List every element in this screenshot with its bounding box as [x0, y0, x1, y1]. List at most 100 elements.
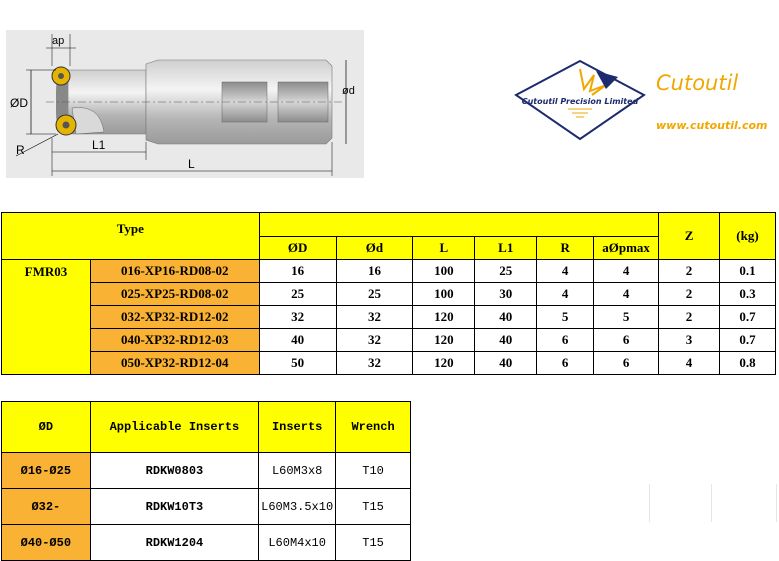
cell: 40: [474, 351, 538, 375]
cell: 100: [412, 259, 476, 283]
table-row: 040-XP32-RD12-03 40 32 120 40 6 6 3 0.7: [2, 328, 777, 352]
cell: 3: [658, 328, 720, 352]
cell: 2: [658, 282, 720, 306]
col-apmax: aØpmax: [593, 236, 660, 260]
cell: 6: [593, 328, 660, 352]
dimension-header-blank: [258, 212, 660, 237]
cell: 40: [474, 328, 538, 352]
table-row: FMR03 016-XP16-RD08-02 16 16 100 25 4 4 …: [1, 259, 777, 375]
cell: 32: [258, 305, 337, 329]
col-od: ØD: [258, 236, 337, 260]
cell: 4: [593, 282, 660, 306]
diameter-range-cell: Ø32-: [1, 488, 91, 525]
spec-header-row: Type Z (kg): [1, 212, 777, 260]
cell: 4: [658, 351, 720, 375]
col-l1: L1: [474, 236, 538, 260]
cell: 6: [593, 351, 660, 375]
table-row: Ø40-Ø50 RDKW1204 L60M4x10 T15: [1, 524, 411, 561]
cell: 32: [335, 328, 414, 352]
cell: 16: [258, 259, 337, 283]
insert-table: ØD Applicable Inserts Inserts Wrench Ø16…: [1, 401, 411, 561]
faint-divider: [711, 484, 712, 522]
table-row: Ø32- RDKW10T3 L60M3.5x10 T15: [1, 488, 411, 525]
logo-spark-icon: [579, 68, 607, 96]
cell: 32: [335, 351, 414, 375]
cell: L60M3x8: [258, 452, 337, 489]
cell: 2: [658, 305, 720, 329]
type-header: Type: [1, 212, 260, 260]
table-row: 032-XP32-RD12-02 32 32 120 40 5 5 2 0.7: [2, 305, 777, 329]
col-l: L: [412, 236, 476, 260]
chip-pocket: [71, 107, 105, 135]
cell: T15: [335, 488, 411, 525]
cell: 6: [536, 328, 595, 352]
company-logo-area: Cutoutil Precision Limited Cutoutil www.…: [510, 55, 770, 145]
logo-insert-icon: [596, 71, 618, 89]
model-cell: 050-XP32-RD12-04: [89, 351, 260, 375]
dim-r-leader: [15, 133, 59, 157]
cell: RDKW10T3: [89, 488, 260, 525]
col-od: ØD: [1, 401, 91, 453]
cell: 40: [474, 305, 538, 329]
logo-badge: Cutoutil Precision Limited: [514, 59, 646, 141]
cell: 100: [412, 282, 476, 306]
cell: 5: [536, 305, 595, 329]
brand-name: Cutoutil: [656, 71, 739, 95]
table-row: 025-XP25-RD08-02 25 25 100 30 4 4 2 0.3: [2, 282, 777, 306]
cell: T10: [335, 452, 411, 489]
cell: 25: [474, 259, 538, 283]
logo-badge-text: Cutoutil Precision Limited: [522, 97, 639, 106]
model-cell: 040-XP32-RD12-03: [89, 328, 260, 352]
cell: 2: [658, 259, 720, 283]
label-r: R: [16, 143, 25, 157]
website-link[interactable]: www.cutoutil.com: [656, 119, 768, 132]
col-inserts: Inserts: [258, 401, 337, 453]
series-cell: FMR03: [1, 259, 91, 375]
cell: T15: [335, 524, 411, 561]
cell: 4: [593, 259, 660, 283]
diameter-range-cell: Ø40-Ø50: [1, 524, 91, 561]
col-kg: (kg): [718, 212, 777, 260]
cell: 40: [258, 328, 337, 352]
cell: 25: [335, 282, 414, 306]
cell: 0.7: [718, 328, 777, 352]
col-applicable-inserts: Applicable Inserts: [89, 401, 260, 453]
model-cell: 025-XP25-RD08-02: [89, 282, 260, 306]
cell: 0.1: [718, 259, 777, 283]
model-cell: 016-XP16-RD08-02: [89, 259, 260, 283]
col-z: Z: [658, 212, 720, 260]
label-ap: ap: [52, 35, 64, 47]
faint-divider: [776, 484, 777, 522]
table-row: 050-XP32-RD12-04 50 32 120 40 6 6 4 0.8: [2, 351, 777, 375]
cell: 0.8: [718, 351, 777, 375]
insert-header-row: ØD Applicable Inserts Inserts Wrench: [1, 401, 411, 453]
label-d: ød: [342, 85, 355, 97]
cell: 4: [536, 282, 595, 306]
cell: 120: [412, 305, 476, 329]
cell: RDKW1204: [89, 524, 260, 561]
cell: 5: [593, 305, 660, 329]
label-l: L: [188, 157, 195, 171]
cell: 120: [412, 328, 476, 352]
cell: 4: [536, 259, 595, 283]
col-r: R: [536, 236, 595, 260]
cell: 120: [412, 351, 476, 375]
model-cell: 032-XP32-RD12-02: [89, 305, 260, 329]
spec-table: Type Z (kg) ØD Ød L L1 R aØpmax FMR03 01…: [1, 212, 777, 375]
cell: 0.3: [718, 282, 777, 306]
table-row: Ø16-Ø25 RDKW0803 L60M3x8 T10: [1, 452, 411, 489]
cell: 32: [335, 305, 414, 329]
diameter-range-cell: Ø16-Ø25: [1, 452, 91, 489]
cell: L60M3.5x10: [258, 488, 337, 525]
cell: L60M4x10: [258, 524, 337, 561]
label-l1: L1: [92, 138, 106, 152]
col-d: Ød: [335, 236, 414, 260]
tool-drawing: ap ØD ød R L1 L: [6, 30, 364, 178]
cell: 6: [536, 351, 595, 375]
tool-drawing-svg: ap ØD ød R L1 L: [10, 34, 355, 176]
cell: 0.7: [718, 305, 777, 329]
cell: RDKW0803: [89, 452, 260, 489]
label-od: ØD: [10, 96, 28, 110]
faint-divider: [649, 484, 650, 522]
cell: 25: [258, 282, 337, 306]
